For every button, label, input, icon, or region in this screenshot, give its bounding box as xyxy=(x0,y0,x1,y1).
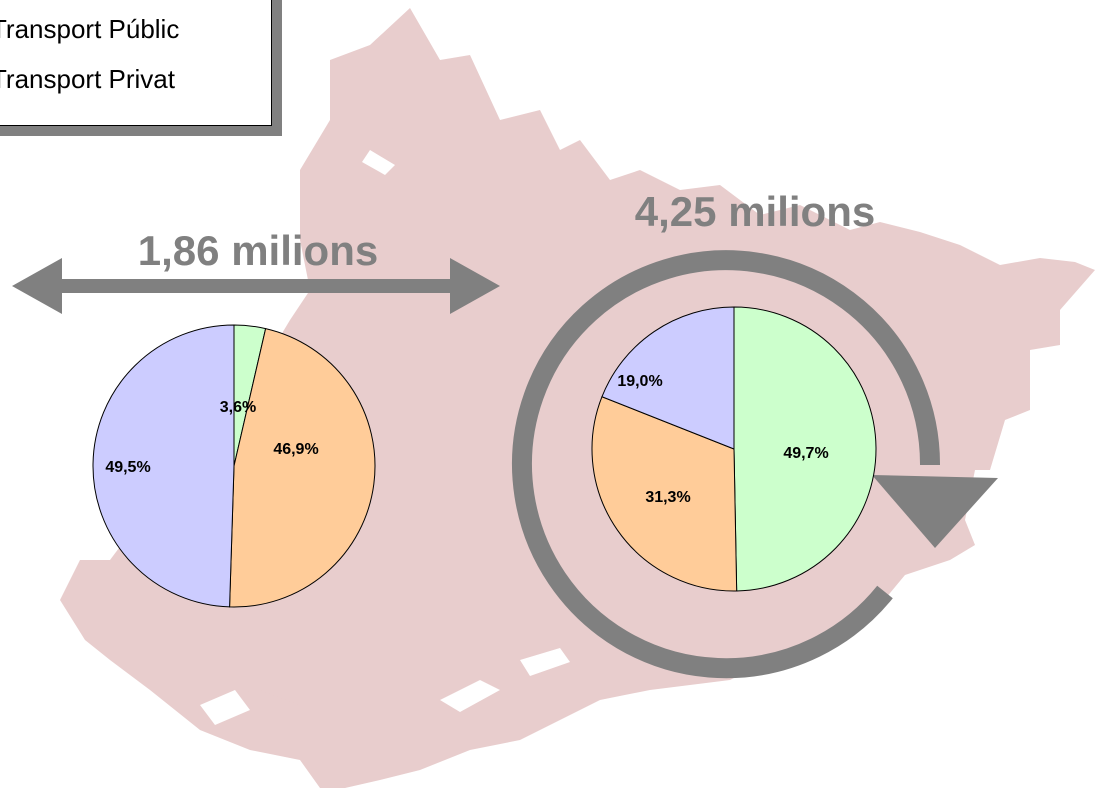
map-region-shape xyxy=(60,8,1095,788)
pie-0-slice-1 xyxy=(229,327,376,608)
circular-arrow-head xyxy=(872,475,998,548)
pie-chart-left: 3,6% 46,9% 49,5% xyxy=(92,324,376,608)
pie-1-slice-0 xyxy=(733,306,877,592)
double-arrow-right-head xyxy=(450,258,500,314)
double-arrow-shaft xyxy=(55,279,455,293)
pie-1-slice-1-label: 31,3% xyxy=(645,489,690,506)
map-coast-gaps xyxy=(200,150,570,725)
pie-1-slice-2 xyxy=(601,306,735,450)
annotation-internal-trips-label: 4,25 milions xyxy=(635,188,875,235)
legend-item-transport-public: Transport Públic xyxy=(0,14,180,44)
circular-arrow-ring xyxy=(512,250,941,679)
pie-0-slice-2-label: 49,5% xyxy=(105,459,150,476)
double-arrow-left-head xyxy=(12,258,62,314)
pie-1-slice-2-label: 19,0% xyxy=(617,373,662,390)
pie-0-slice-1-label: 46,9% xyxy=(273,441,318,458)
legend-box: Transport Públic Transport Privat xyxy=(0,0,272,126)
circular-arrow xyxy=(512,250,998,679)
double-arrow xyxy=(12,258,500,314)
legend: Transport Públic Transport Privat xyxy=(0,0,282,136)
pie-chart-right: 49,7% 31,3% 19,0% xyxy=(591,306,877,592)
pie-0-slice-2 xyxy=(92,324,235,608)
pie-0-slice-0-label: 3,6% xyxy=(220,399,256,416)
annotation-commuters-label: 1,86 milions xyxy=(138,227,378,274)
legend-item-transport-private: Transport Privat xyxy=(0,64,175,94)
pie-1-slice-0-label: 49,7% xyxy=(783,445,828,462)
pie-1-slice-1 xyxy=(591,396,738,592)
